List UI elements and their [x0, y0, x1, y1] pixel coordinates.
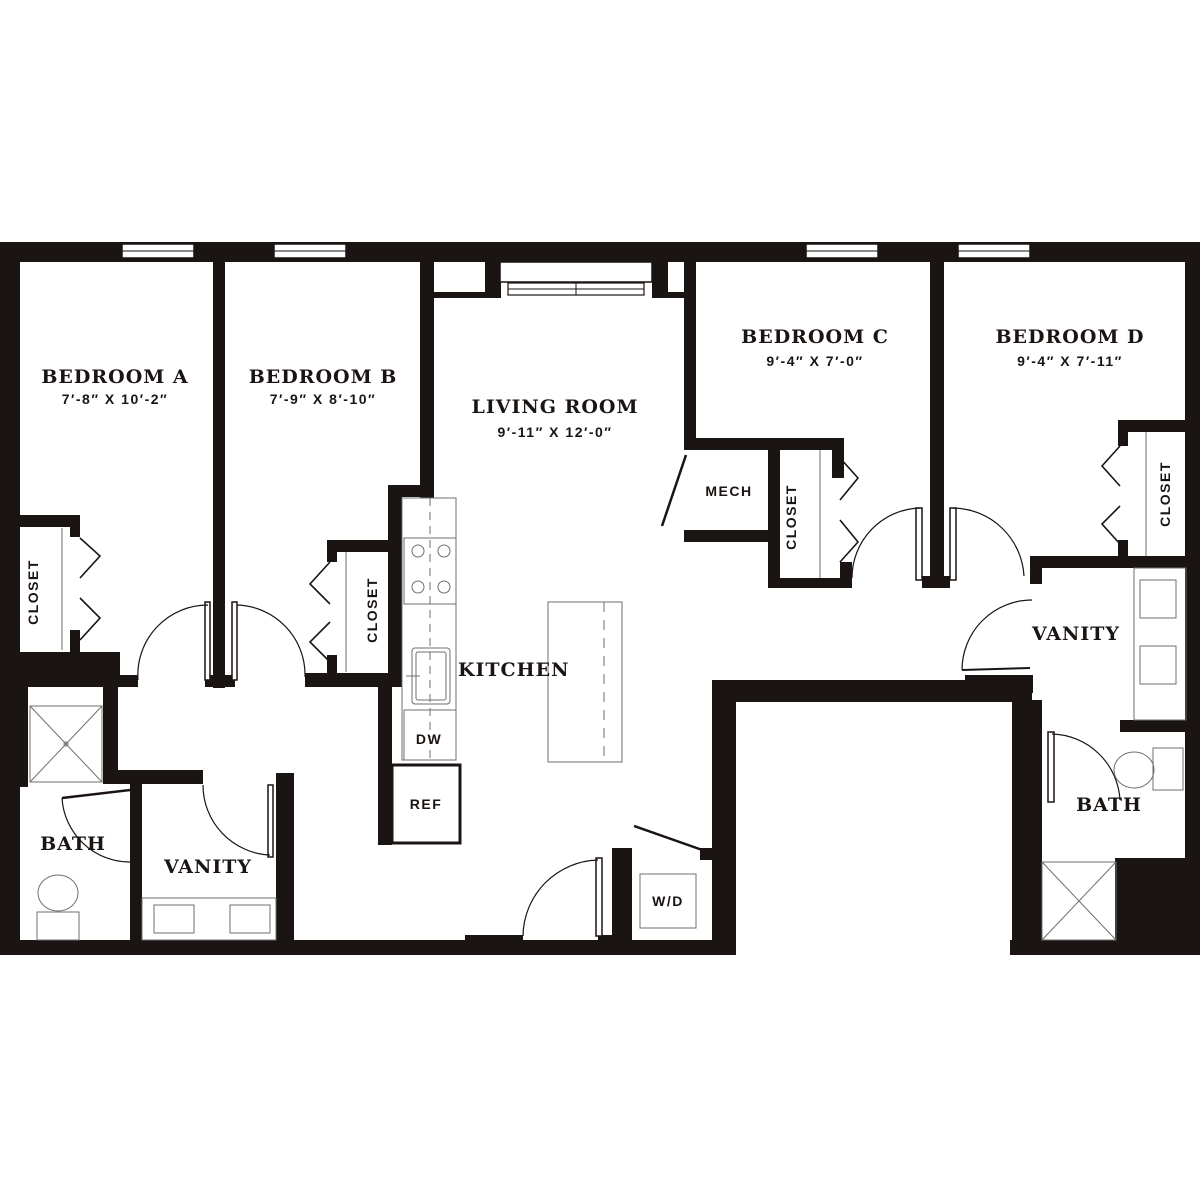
bedroom-b-label: BEDROOM B	[248, 366, 398, 388]
refrigerator-label: REF	[409, 796, 443, 812]
bath-right-label: BATH	[1076, 794, 1142, 816]
bedroom-b-dimensions: 7′-9″ X 8′-10″	[269, 391, 377, 407]
bedroom-d-dimensions: 9′-4″ X 7′-11″	[1017, 353, 1123, 369]
closet-b-label: CLOSET	[364, 577, 380, 643]
washer-dryer-label: W/D	[652, 893, 684, 909]
dishwasher-label: DW	[415, 731, 443, 747]
living-room-dimensions: 9′-11″ X 12′-0″	[497, 424, 613, 440]
bedroom-d-label: BEDROOM D	[995, 326, 1145, 348]
closet-a-label: CLOSET	[25, 559, 41, 625]
closet-d-label: CLOSET	[1157, 461, 1173, 527]
bath-fixtures	[29, 567, 1187, 941]
bedroom-a-dimensions: 7′-8″ X 10′-2″	[61, 391, 169, 407]
vanity-left-label: VANITY	[164, 856, 252, 878]
windows	[121, 243, 1031, 298]
mech-label: MECH	[705, 483, 753, 499]
exterior-walls	[0, 242, 1200, 955]
vanity-right-label: VANITY	[1032, 623, 1120, 645]
bedroom-c-dimensions: 9′-4″ X 7′-0″	[766, 353, 864, 369]
bath-left-label: BATH	[40, 833, 106, 855]
kitchen-fixtures	[390, 497, 623, 845]
bedroom-c-label: BEDROOM C	[741, 326, 889, 348]
interior-walls	[20, 258, 1188, 955]
doors	[61, 454, 1121, 937]
bifold-doors	[61, 432, 1147, 672]
living-room-label: LIVING ROOM	[471, 396, 639, 418]
bedroom-a-label: BEDROOM A	[41, 366, 189, 388]
closet-c-label: CLOSET	[783, 484, 799, 550]
kitchen-label: KITCHEN	[458, 659, 570, 681]
